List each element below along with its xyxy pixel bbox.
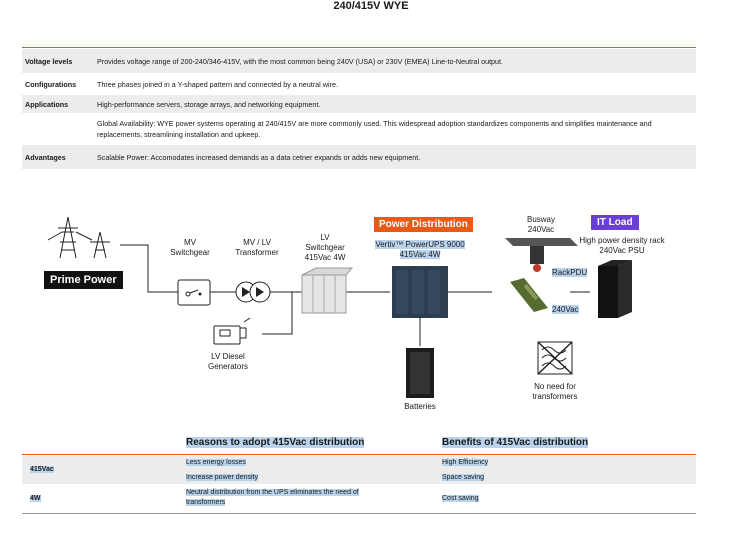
battery-cabinet-icon xyxy=(406,348,434,398)
table-row: Configurations Three phases joined in a … xyxy=(22,75,696,93)
row-label: Applications xyxy=(25,100,69,109)
row-text: High-performance servers, storage arrays… xyxy=(97,100,321,109)
divider xyxy=(22,513,696,514)
row-label: 415Vac xyxy=(30,466,54,473)
lv-switchgear-icon xyxy=(301,267,354,314)
row-text: Provides voltage range of 200-240/346-41… xyxy=(97,57,504,66)
reason-cell: Neutral distribution from the UPS elimin… xyxy=(186,489,359,506)
table-row: Global Availability: WYE power systems o… xyxy=(22,115,696,143)
rackpdu-label: RackPDU xyxy=(552,268,588,277)
power-distribution-tag: Power Distribution xyxy=(374,217,473,232)
busway-icon xyxy=(505,238,578,272)
bottom-rule xyxy=(22,454,696,455)
table-row: Voltage levels Provides voltage range of… xyxy=(22,49,696,73)
table-row xyxy=(22,456,696,484)
switchgear-icon xyxy=(177,279,211,306)
reason-cell: Increase power density xyxy=(186,474,258,481)
rack-icon xyxy=(598,260,632,318)
benefits-header: Benefits of 415Vac distribution xyxy=(442,437,589,448)
rackpdu-icon xyxy=(510,278,548,312)
tower-icon xyxy=(47,216,110,259)
row-text: Three phases joined in a Y-shaped patter… xyxy=(97,80,338,89)
row-label: Advantages xyxy=(25,153,66,162)
reasons-header: Reasons to adopt 415Vac distribution xyxy=(186,437,365,448)
ups-icon xyxy=(392,266,448,318)
row-label: Configurations xyxy=(25,80,77,89)
no-transformer-icon xyxy=(537,341,573,375)
row-text: Global Availability: WYE power systems o… xyxy=(97,119,652,139)
benefit-cell: High Efficiency xyxy=(442,459,489,466)
page-title: 240/415V WYE xyxy=(333,0,409,12)
table-row: Applications High-performance servers, s… xyxy=(22,95,696,113)
title-rule xyxy=(22,47,696,48)
row-label: 4W xyxy=(30,495,41,502)
it-load-tag: IT Load xyxy=(591,215,639,230)
reason-cell: Less energy losses xyxy=(186,459,246,466)
table-row: Advantages Scalable Power: Accomodates i… xyxy=(22,145,696,169)
prime-power-label: Prime Power xyxy=(44,271,123,289)
row-label: Voltage levels xyxy=(25,57,73,66)
benefit-cell: Cost saving xyxy=(442,495,479,502)
batteries-label: Batteries xyxy=(404,402,436,411)
generator-icon xyxy=(213,317,251,345)
row-text: Scalable Power: Accomodates increased de… xyxy=(97,153,421,162)
benefit-cell: Space saving xyxy=(442,474,485,481)
240vac-label: 240Vac xyxy=(552,305,579,314)
